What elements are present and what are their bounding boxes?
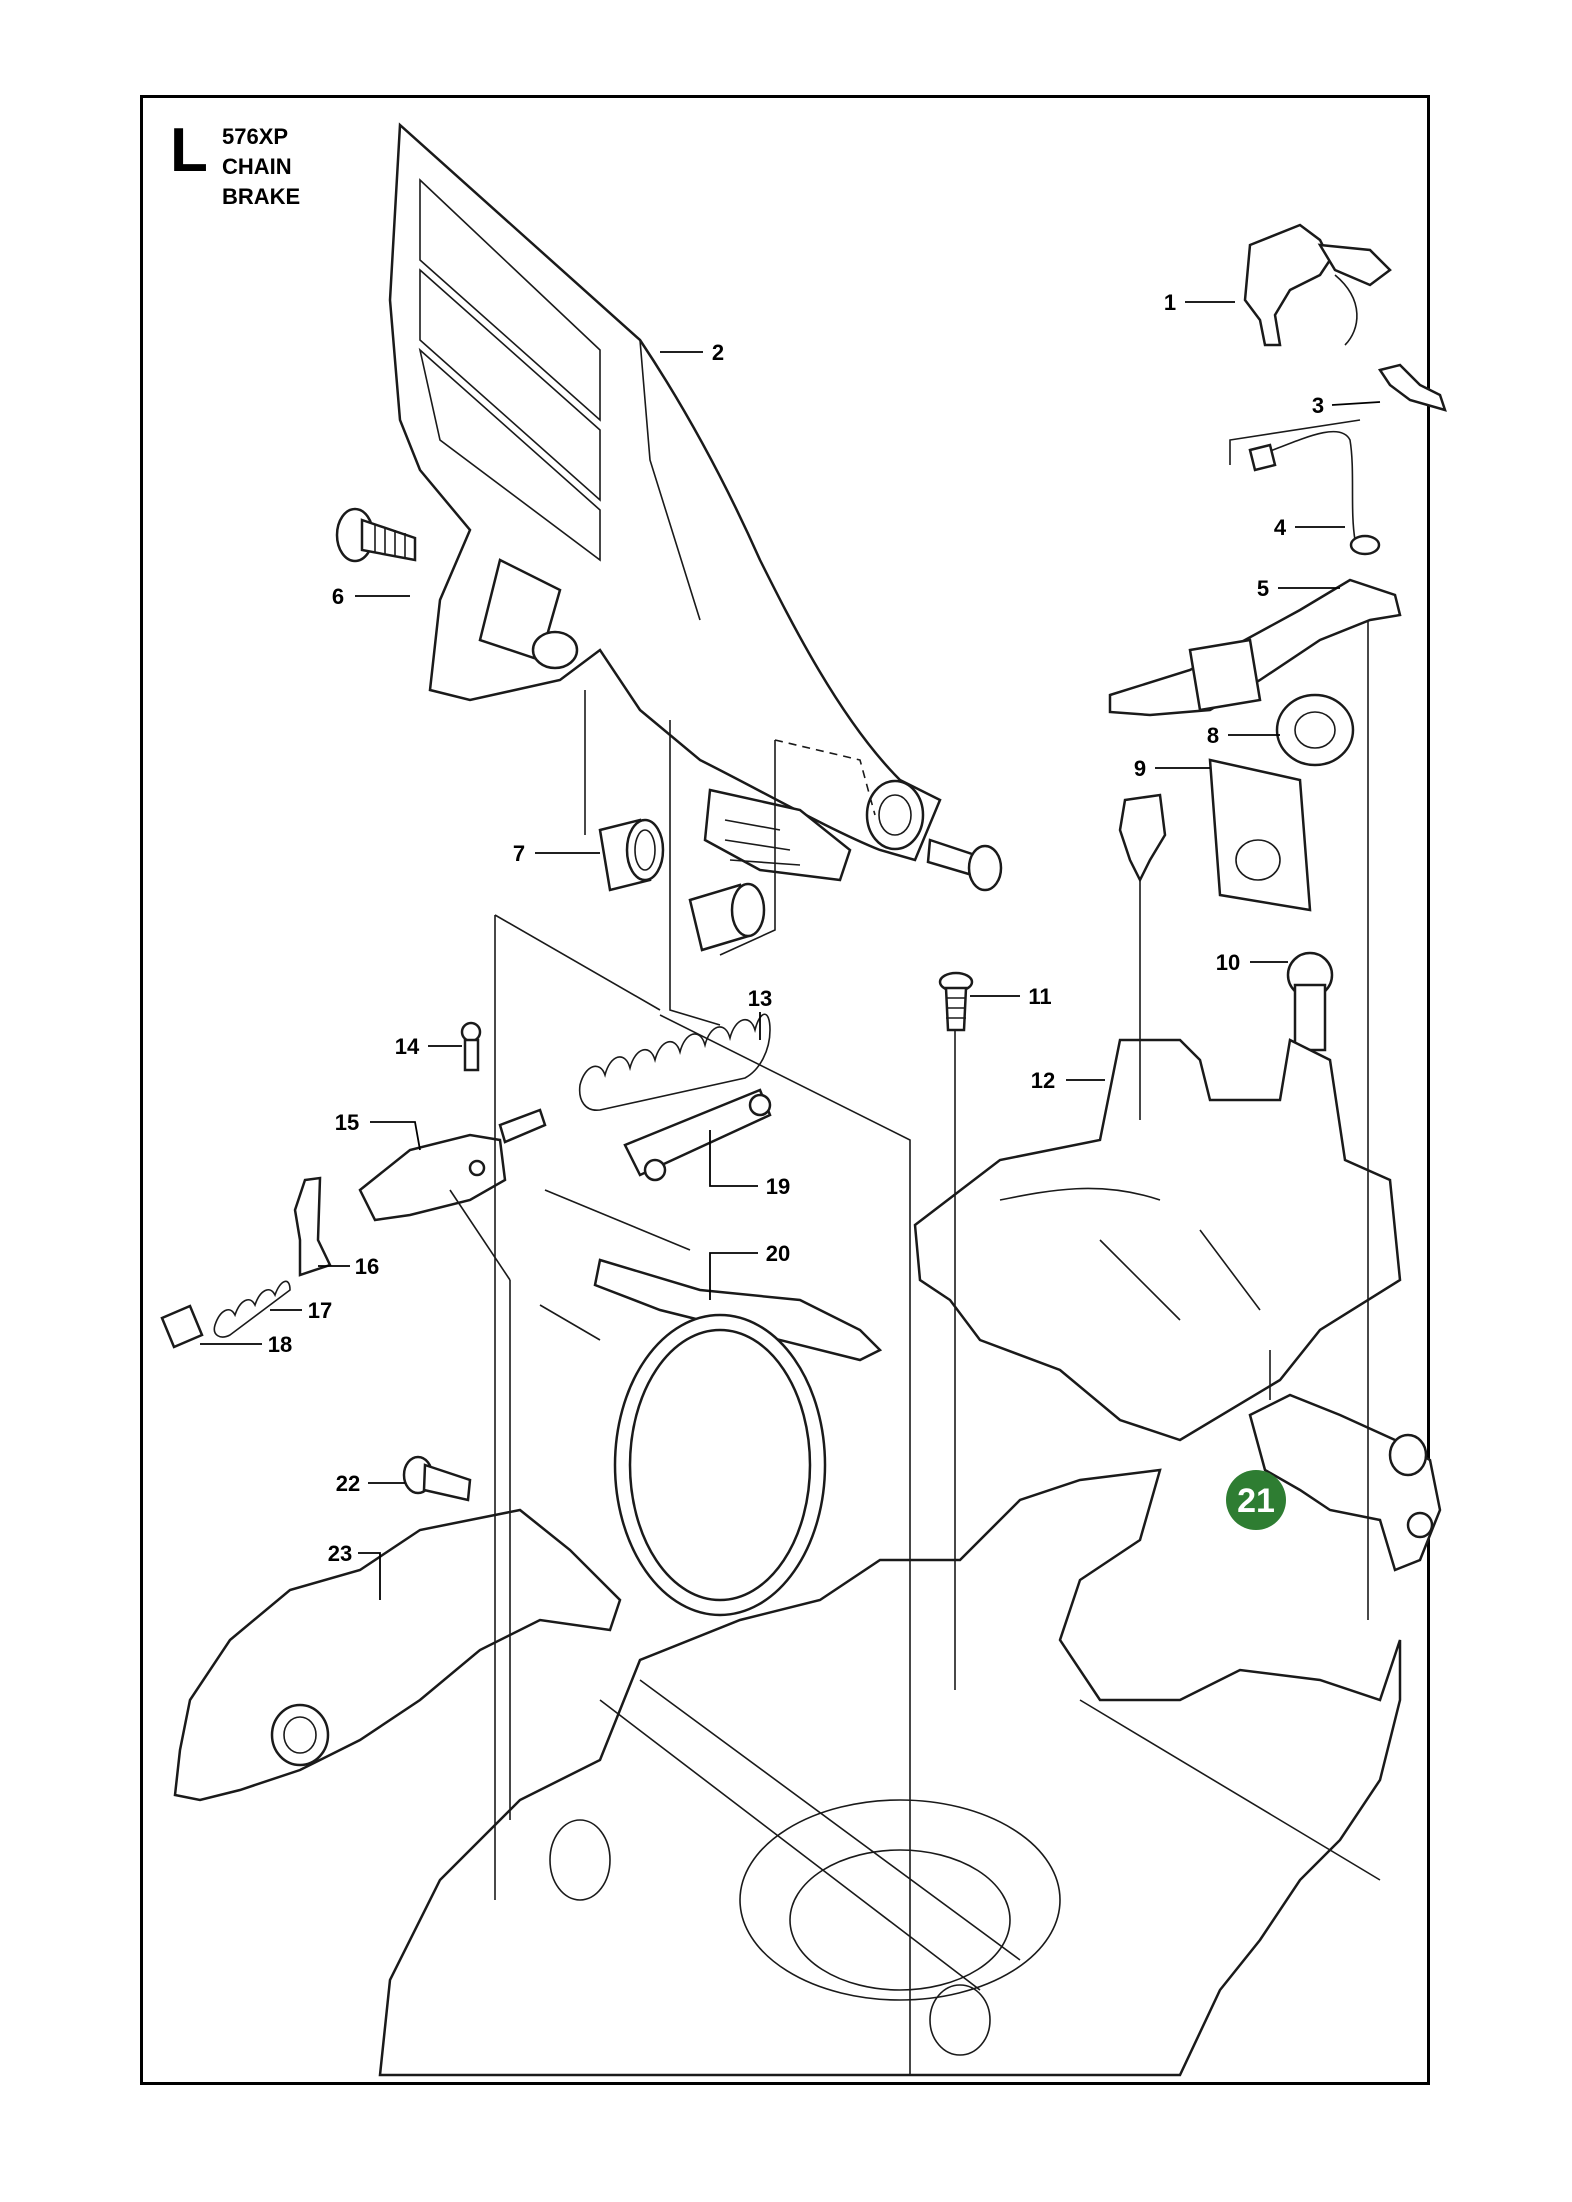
cover-plate-9-part [1208,758,1312,912]
diagram-title: 576XP CHAIN BRAKE [222,122,300,212]
lever-15-part [358,1021,547,1222]
svg-text:12: 12 [1031,1068,1055,1093]
callout-15: 15 [335,1110,421,1151]
callout-2: 2 [660,340,724,365]
highlight-badge [1226,1470,1286,1530]
svg-text:14: 14 [395,1034,420,1059]
title-line-2: BRAKE [222,184,301,209]
callout-17: 17 [270,1298,332,1323]
callout-11: 11 [970,984,1052,1009]
svg-text:3: 3 [1312,393,1324,418]
section-letter: L [170,116,208,185]
callout-12: 12 [1031,1068,1105,1093]
chassis-part [378,1468,1402,2077]
svg-text:6: 6 [332,584,344,609]
callout-5: 5 [1257,576,1340,601]
title-line-1: CHAIN [222,154,292,179]
callout-4: 4 [1274,515,1345,540]
bracket-21-part [1248,1393,1442,1572]
screw-11-part [938,971,974,1032]
svg-text:16: 16 [355,1254,379,1279]
callout-18: 18 [200,1332,292,1357]
callout-13: 13 [748,986,772,1040]
svg-text:8: 8 [1207,723,1219,748]
svg-text:15: 15 [335,1110,359,1135]
callout-16: 16 [318,1254,379,1279]
assembly-lines [449,419,1369,2075]
latch-16-part [160,1176,332,1349]
callout-22: 22 [336,1471,405,1496]
guard-screw-part [926,838,1003,892]
hand-guard-part [388,122,942,882]
svg-text:13: 13 [748,986,772,1011]
callout-6: 6 [332,584,410,609]
housing-12-part [913,1038,1402,1442]
callout-19: 19 [709,1130,790,1199]
model-label: 576XP [222,124,289,149]
svg-text:22: 22 [336,1471,360,1496]
diagram-frame [140,95,1430,2085]
callout-21-highlighted[interactable]: 21 [1226,1470,1286,1530]
callout-8: 8 [1207,723,1280,748]
spring-13-part [578,1013,771,1111]
svg-text:9: 9 [1134,756,1146,781]
screw-22-part [402,1455,472,1502]
svg-text:18: 18 [268,1332,292,1357]
trigger-rod-5-part [1108,578,1402,717]
callout-10: 10 [1216,950,1288,975]
wire-4-part [1248,430,1381,556]
svg-text:5: 5 [1257,576,1269,601]
svg-text:2: 2 [712,340,724,365]
svg-text:20: 20 [766,1241,790,1266]
spring-3-part [1377,363,1447,412]
callout-23: 23 [328,1541,381,1600]
callout-9: 9 [1134,756,1210,781]
bushing-7-part [598,818,766,952]
svg-text:4: 4 [1274,515,1287,540]
callout-1: 1 [1164,290,1235,315]
bracket-10-part [1118,793,1334,1052]
highlight-number: 21 [1237,1482,1275,1520]
callout-7: 7 [513,841,600,866]
side-cover-23-part [173,1508,622,1802]
svg-text:1: 1 [1164,290,1176,315]
svg-text:17: 17 [308,1298,332,1323]
callout-3: 3 [1312,393,1381,418]
svg-text:23: 23 [328,1541,352,1566]
callout-20: 20 [709,1241,790,1300]
callout-14: 14 [395,1034,462,1059]
screw-6-part [335,507,417,563]
ring-8-part [1275,693,1355,767]
plate-19-part [623,1088,772,1182]
brake-band-20-part [593,1258,883,1617]
lever-1-part [1243,223,1392,347]
svg-text:11: 11 [1028,984,1051,1009]
svg-text:7: 7 [513,841,525,866]
svg-text:19: 19 [766,1174,790,1199]
svg-text:10: 10 [1216,950,1240,975]
